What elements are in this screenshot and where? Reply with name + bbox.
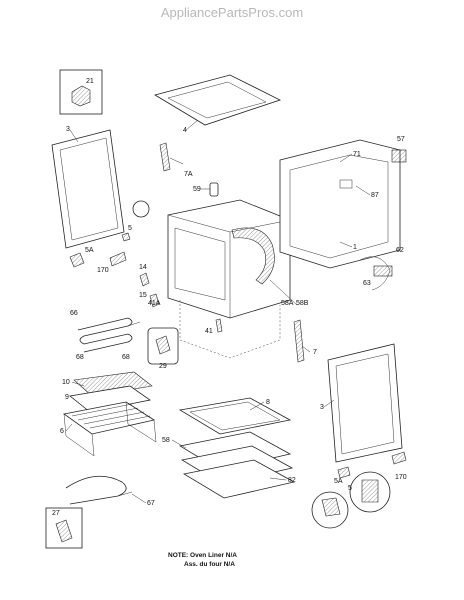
part-6-oven-rack	[63, 401, 157, 457]
part-62-wire-harness	[359, 256, 393, 291]
callout-59: 59	[193, 186, 201, 193]
callout-170-right: 170	[395, 474, 407, 481]
callout-6: 6	[60, 428, 64, 435]
part-58-drawer-box	[178, 431, 296, 499]
part-3-right-side-panel	[327, 343, 403, 463]
callout-3-right: 3	[320, 404, 324, 411]
callout-1: 1	[353, 244, 357, 251]
callout-62: 62	[396, 247, 404, 254]
part-7a-hinge	[159, 142, 184, 172]
part-29-switch-inset	[147, 327, 179, 365]
part-67-bake-element	[65, 475, 133, 505]
left-hardware-group	[69, 200, 160, 308]
callout-7a: 7A	[184, 171, 193, 178]
callout-63: 63	[363, 280, 371, 287]
callout-66: 66	[70, 310, 78, 317]
part-21-bracket-inset	[59, 69, 103, 115]
leader-lines	[65, 119, 371, 504]
callout-4: 4	[183, 127, 187, 134]
callout-labels: 21 3 4 7A 59 57 71 87 5 5A 170 1 62 14 1…	[52, 78, 407, 517]
callout-15: 15	[139, 292, 147, 299]
callout-5-left: 5	[128, 225, 132, 232]
callout-82: 82	[288, 477, 296, 484]
part-57-vent	[391, 149, 407, 163]
callout-9: 9	[65, 394, 69, 401]
callout-14: 14	[139, 264, 147, 271]
part-41-clip	[215, 318, 223, 333]
part-4-top-panel	[153, 74, 282, 126]
callout-58a: 58A	[281, 300, 294, 307]
site-watermark: AppliancePartsPros.com	[160, 5, 304, 20]
callout-58: 58	[162, 437, 170, 444]
callout-68-b: 68	[122, 354, 130, 361]
callout-57: 57	[397, 136, 405, 143]
callout-3-left: 3	[66, 126, 70, 133]
part-27-bracket-inset	[45, 507, 83, 549]
callout-87: 87	[371, 192, 379, 199]
note-oven-liner: NOTE: Oven Liner N/A	[168, 552, 237, 559]
callout-10: 10	[62, 379, 70, 386]
part-3-left-side-panel	[51, 129, 125, 249]
callout-8: 8	[266, 399, 270, 406]
part-71-rear-panel	[279, 139, 401, 269]
callout-170-left: 170	[97, 267, 109, 274]
callout-71: 71	[353, 151, 361, 158]
callout-21: 21	[86, 78, 94, 85]
part-8-drawer-panel	[178, 397, 292, 435]
callout-5a-right: 5A	[334, 478, 343, 485]
callout-7: 7	[313, 349, 317, 356]
part-10-broiler-pan	[69, 371, 153, 413]
callout-41a: 41A	[148, 300, 161, 307]
right-leveling-leg	[311, 451, 407, 529]
callout-68-a: 68	[76, 354, 84, 361]
part-66-broil-element	[77, 317, 141, 353]
callout-67: 67	[147, 500, 155, 507]
callout-29: 29	[159, 363, 167, 370]
callout-27: 27	[52, 510, 60, 517]
note-ass-du-four: Ass. du four N/A	[184, 561, 235, 568]
part-59-sensor	[209, 182, 219, 197]
callout-41: 41	[205, 328, 213, 335]
callout-5-right: 5	[348, 485, 352, 492]
oven-body-cavity	[167, 199, 291, 359]
callout-5a-left: 5A	[85, 247, 94, 254]
part-7-hinge	[293, 319, 305, 363]
callout-58b: 58B	[296, 300, 309, 307]
